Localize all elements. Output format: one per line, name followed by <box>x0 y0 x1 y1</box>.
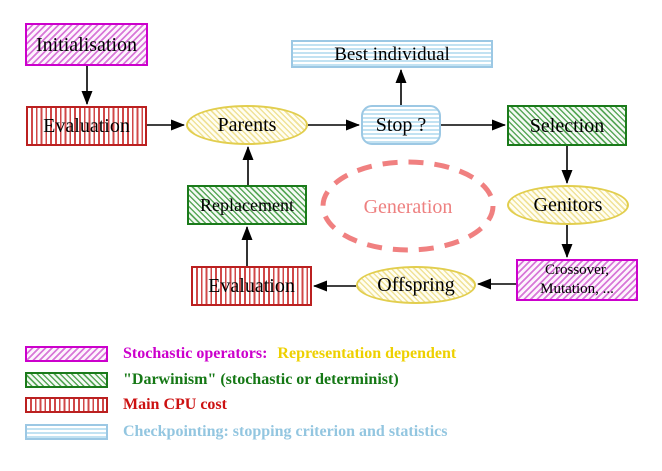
node-initialisation: Initialisation <box>25 23 148 66</box>
legend-label-main-cpu-cost: Main CPU cost <box>123 396 227 413</box>
node-evaluation-top-label: Evaluation <box>43 115 130 137</box>
legend-row-checkpointing: Checkpointing: stopping criterion and st… <box>25 423 447 441</box>
node-crossover-mutation: Crossover, Mutation, ... <box>516 259 638 301</box>
node-evaluation-bottom: Evaluation <box>191 266 312 306</box>
node-stop-label: Stop ? <box>375 114 427 136</box>
node-offspring-label: Offspring <box>377 274 455 296</box>
node-initialisation-label: Initialisation <box>35 33 138 56</box>
node-genitors: Genitors <box>507 185 629 225</box>
node-best-individual-label: Best individual <box>334 43 450 65</box>
legend-row-darwinism: "Darwinism" (stochastic or determinist) <box>25 371 399 389</box>
node-offspring: Offspring <box>356 266 476 304</box>
node-parents: Parents <box>186 105 308 145</box>
node-stop: Stop ? <box>361 105 441 145</box>
legend-swatch-darwinism <box>25 372 108 388</box>
node-evaluation-bottom-label: Evaluation <box>208 275 295 297</box>
node-crossover-label-line2: Mutation, ... <box>540 281 614 297</box>
legend-swatch-checkpointing <box>25 424 108 440</box>
legend-swatch-stochastic-operators <box>25 346 108 362</box>
node-selection-label: Selection <box>529 114 605 137</box>
node-evaluation-top: Evaluation <box>26 106 147 146</box>
node-selection: Selection <box>507 105 627 146</box>
legend-row-main-cpu-cost: Main CPU cost <box>25 396 227 414</box>
node-genitors-label: Genitors <box>533 194 603 216</box>
node-generation-label: Generation <box>363 195 453 218</box>
node-replacement-label: Replacement <box>200 195 294 215</box>
legend-row-stochastic-operators: Stochastic operators: Representation depe… <box>25 345 456 363</box>
legend-label-checkpointing: Checkpointing: stopping criterion and st… <box>123 423 448 440</box>
node-generation-label-area: Generation <box>323 163 493 250</box>
legend-swatch-main-cpu-cost <box>25 397 108 413</box>
node-crossover-label-line1: Crossover, <box>545 262 609 279</box>
node-best-individual: Best individual <box>291 40 493 68</box>
legend-label-stochastic-operators: Stochastic operators: <box>123 345 268 362</box>
generation-loop-ellipse <box>320 159 496 253</box>
legend-label-darwinism: "Darwinism" (stochastic or determinist) <box>123 371 399 388</box>
node-replacement: Replacement <box>187 185 307 225</box>
legend-label-representation-dependent: Representation dependent <box>277 345 457 362</box>
node-parents-label: Parents <box>217 114 277 136</box>
